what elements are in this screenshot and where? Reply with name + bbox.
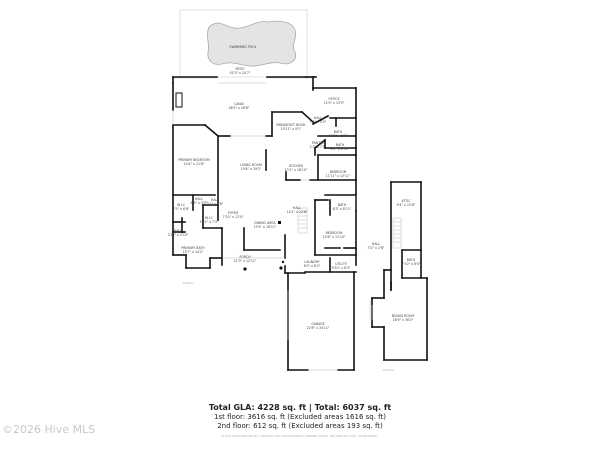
fireplace (175, 92, 183, 108)
second-floor-area: 2nd floor: 612 sq. ft (Excluded areas 19… (217, 422, 383, 430)
swimming-pool-shape (207, 20, 297, 67)
total-area-title: Total GLA: 4228 sq. ft | Total: 6037 sq.… (208, 403, 392, 412)
patio-lines (173, 77, 315, 84)
mls-watermark: ©2026 Hive MLS (2, 423, 96, 436)
first-floor-scale-label: 1st floor (183, 282, 194, 285)
pool-deck-outline (179, 9, 308, 78)
cubicasa-credit: FLOOR PLAN CREATED BY CUBICASA APP. MEAS… (221, 435, 379, 438)
stairs-first-floor (297, 207, 308, 234)
first-floor-area: 1st floor: 3616 sq. ft (Excluded areas 1… (214, 413, 386, 421)
second-floor-stairs (371, 217, 402, 320)
room-label-swimming-pool: SWIMMING POOL (229, 45, 257, 49)
second-floor-scale-label: 2nd floor (383, 369, 395, 372)
interior-thin-lines (172, 110, 371, 371)
second-floor-walls (371, 181, 428, 361)
posts (243, 221, 285, 271)
